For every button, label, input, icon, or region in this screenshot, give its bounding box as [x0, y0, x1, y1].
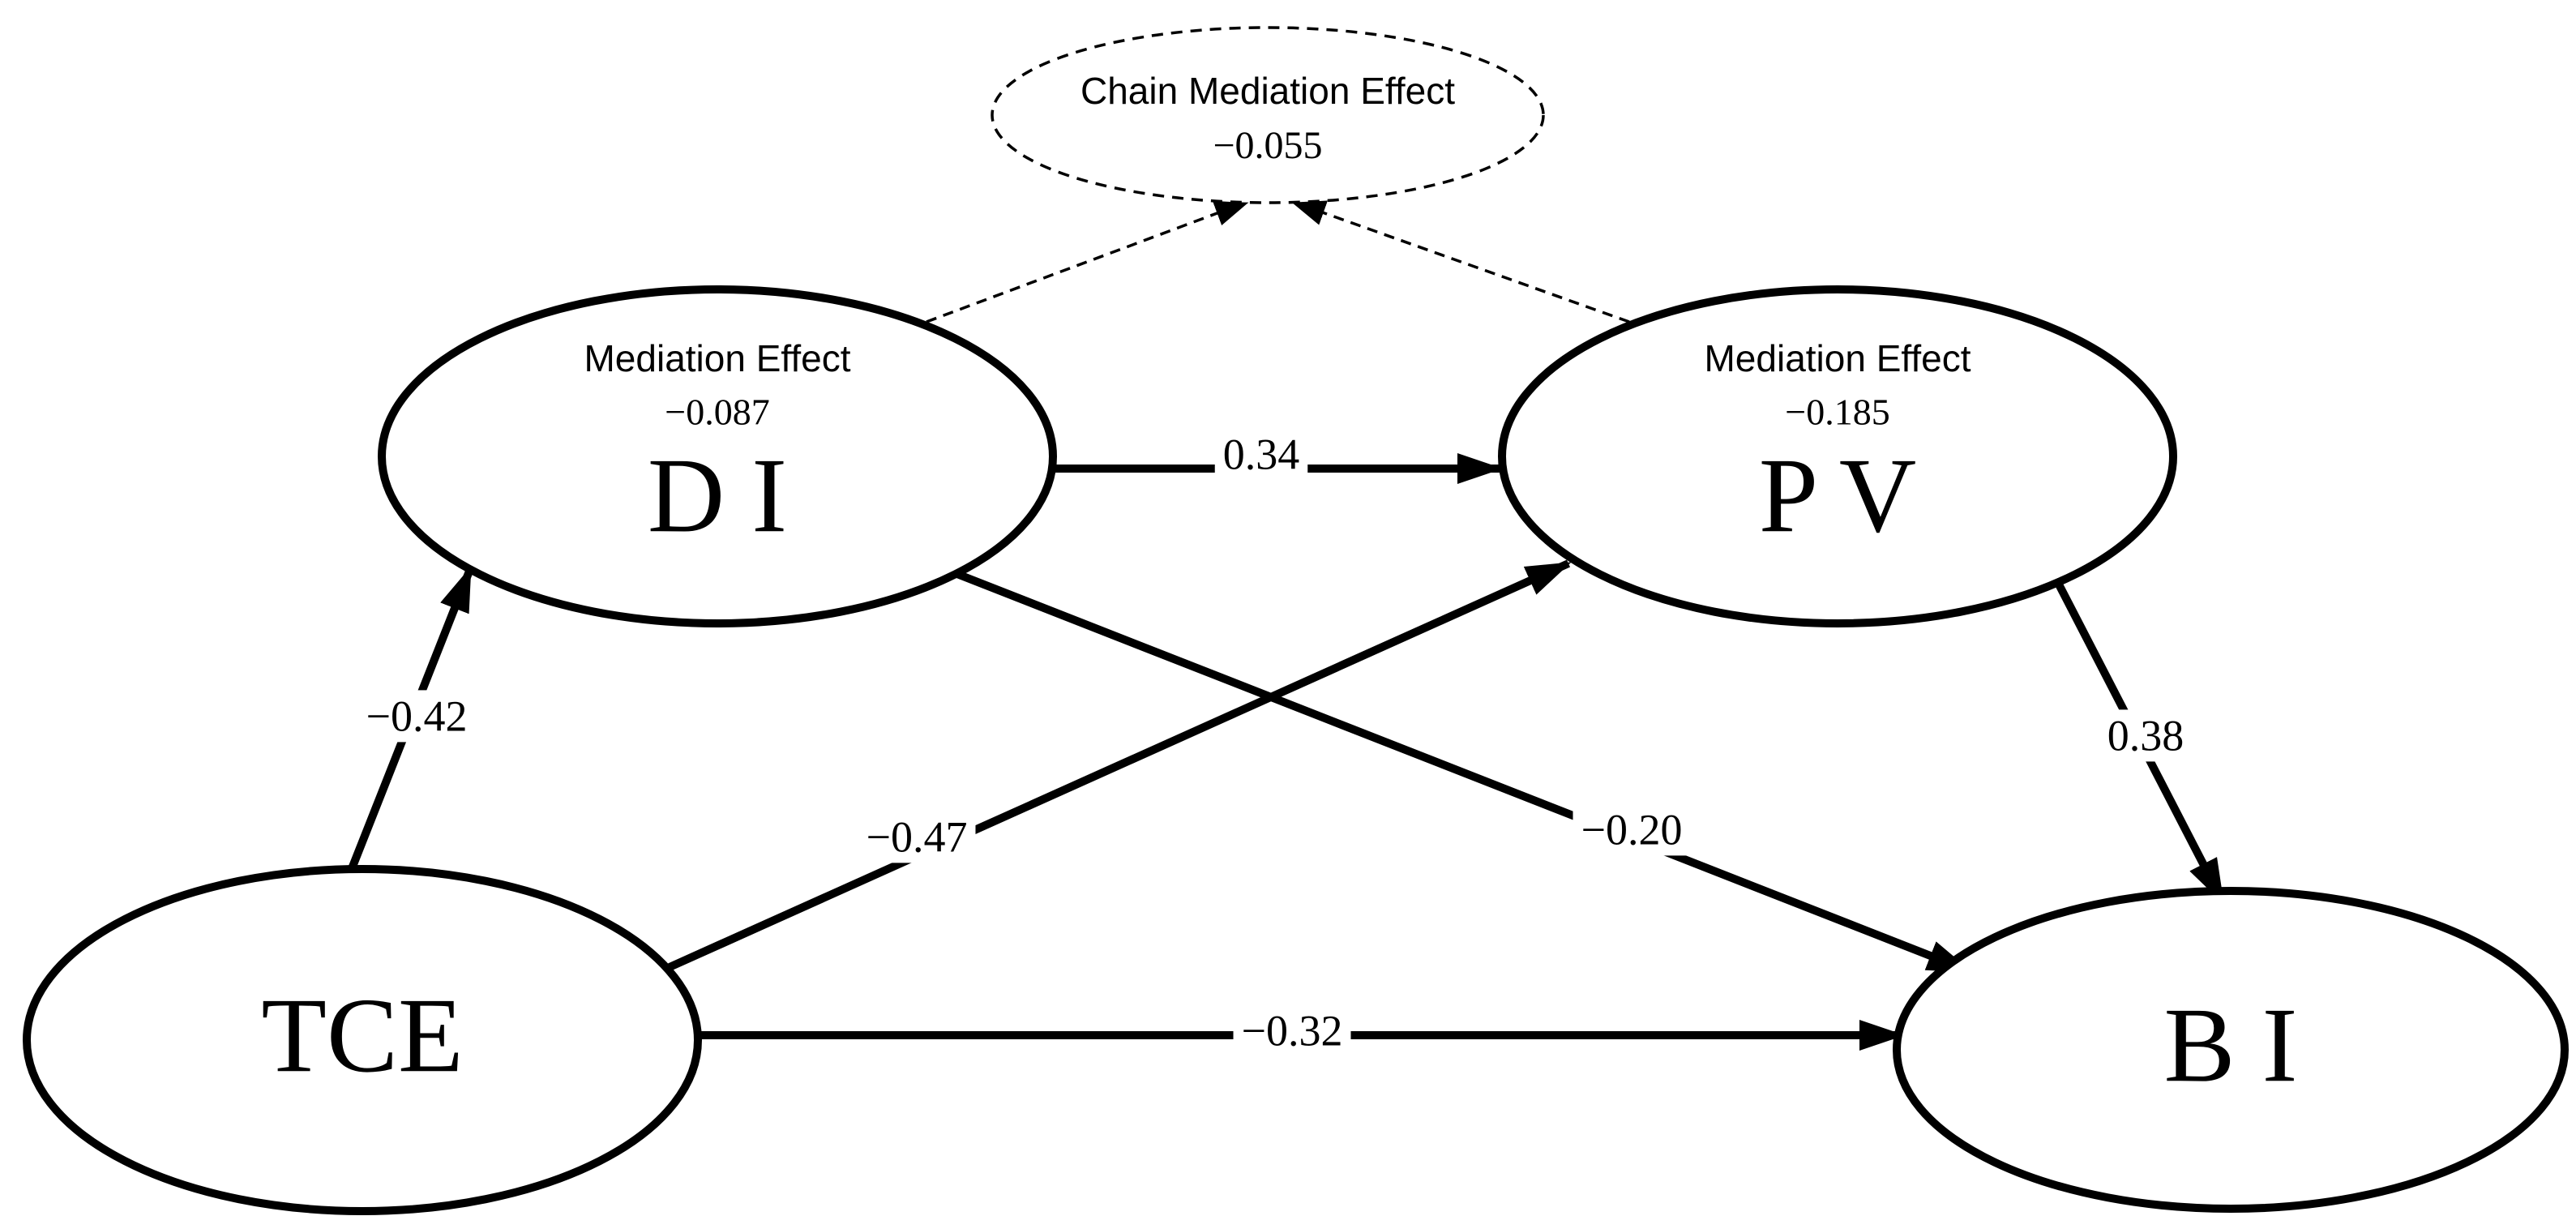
edge-di-pv-coefficient: 0.34 [1223, 430, 1300, 478]
edge-tce-pv-label-group: −0.47 [858, 811, 976, 863]
node-tce-acronym: TCE [261, 975, 463, 1094]
node-tce-ellipse [23, 865, 702, 1215]
node-behavioral-intention: B I [1893, 887, 2569, 1213]
edge-di-bi-label-group: −0.20 [1573, 803, 1691, 856]
node-decision-inertia-acronym: D I [648, 435, 787, 554]
node-perceived-value-value: −0.185 [1785, 392, 1889, 433]
node-behavioral-intention-acronym: B I [2164, 985, 2298, 1104]
node-tce: TCE [23, 865, 702, 1215]
node-decision-inertia-value: −0.087 [665, 392, 769, 433]
edge-pv-chain-dashed-arrow [1290, 200, 1630, 323]
edge-tce-di-coefficient: −0.42 [366, 691, 468, 740]
edge-pv-bi-label-group: 0.38 [2099, 709, 2193, 762]
edge-tce-bi-coefficient: −0.32 [1242, 1006, 1343, 1055]
edge-tce-pv-coefficient: −0.47 [867, 812, 968, 861]
node-behavioral-intention-ellipse [1893, 887, 2569, 1213]
edge-tce-di-label-backing [357, 690, 476, 743]
edge-tce-bi-label-backing [1233, 1004, 1351, 1057]
node-perceived-value-sub: Mediation Effect [1704, 337, 1971, 379]
node-chain-mediation-effect-sub: Chain Mediation Effect [1080, 70, 1455, 112]
edge-labels-layer: −0.42 0.34 −0.47 −0.20 0.38 −0.32 [357, 428, 2193, 1057]
edge-tce-bi-label-group: −0.32 [1233, 1004, 1351, 1057]
edge-di-bi-coefficient: −0.20 [1581, 805, 1683, 854]
node-chain-mediation-effect: Chain Mediation Effect −0.055 [991, 26, 1545, 204]
node-perceived-value-ellipse [1498, 285, 2177, 627]
edge-di-chain-dashed-arrow [926, 200, 1251, 323]
edge-di-pv-label-backing [1214, 428, 1308, 481]
node-decision-inertia-sub: Mediation Effect [584, 337, 850, 379]
edge-di-pv-label-group: 0.34 [1214, 428, 1308, 481]
edge-di-bi-arrow [945, 566, 1973, 975]
edge-pv-bi-label-backing [2099, 709, 2193, 762]
edge-tce-pv-arrow [667, 559, 1572, 971]
edge-pv-bi-coefficient: 0.38 [2107, 711, 2184, 760]
edge-tce-di-label-group: −0.42 [357, 690, 476, 743]
edge-di-bi-label-backing [1573, 803, 1691, 856]
node-perceived-value-acronym: P V [1759, 435, 1916, 554]
edge-tce-pv-label-backing [858, 811, 976, 863]
node-chain-mediation-effect-value: −0.055 [1213, 124, 1322, 167]
node-chain-mediation-effect-ellipse [991, 26, 1545, 204]
node-decision-inertia-ellipse [378, 285, 1057, 627]
